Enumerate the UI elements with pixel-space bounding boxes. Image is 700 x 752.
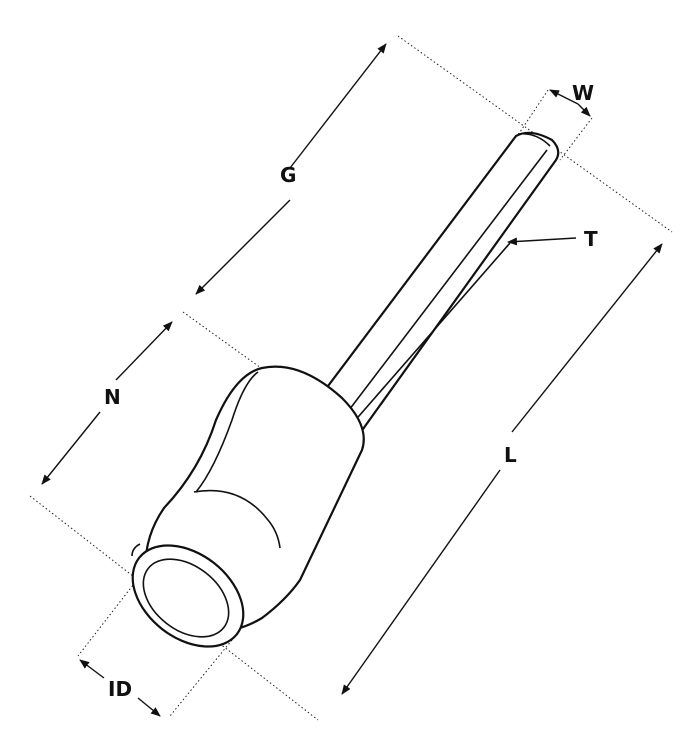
label-l: L <box>504 443 517 467</box>
dimension-lines <box>41 43 663 717</box>
label-g: G <box>280 163 296 187</box>
dim-id-right <box>137 697 161 717</box>
dim-g-upper <box>289 43 387 169</box>
dim-w-left <box>549 89 579 105</box>
dim-l-upper <box>511 243 663 433</box>
label-n: N <box>104 385 121 409</box>
dim-n-lower <box>41 411 101 485</box>
dim-t-leader <box>507 237 577 246</box>
dim-g-lower <box>195 199 291 295</box>
label-w: W <box>572 81 594 105</box>
dim-w-right <box>577 103 591 117</box>
dim-id-left <box>79 659 105 679</box>
dim-n-upper <box>115 321 173 381</box>
dim-l-lower <box>341 469 501 695</box>
label-t: T <box>584 227 598 251</box>
label-id: ID <box>108 677 132 701</box>
barrel-mouth <box>131 543 245 648</box>
pin-blade <box>314 131 560 438</box>
